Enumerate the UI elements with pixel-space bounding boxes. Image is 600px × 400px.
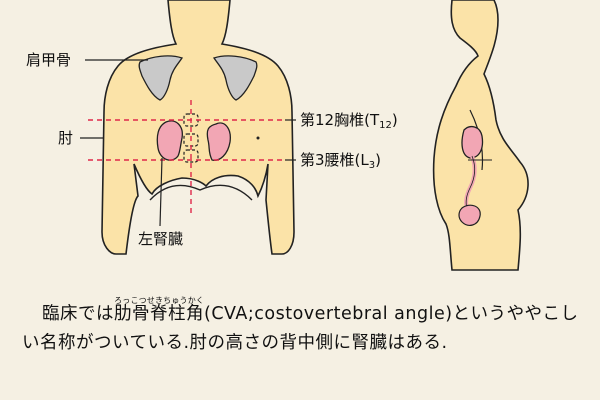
leader-lines	[80, 59, 296, 227]
marker-dot	[256, 136, 260, 140]
caption-rest: ややこしい名称がついている.肘の高さの背中側に腎臓はある.	[22, 304, 579, 353]
back-torso	[101, 0, 295, 255]
left-kidney-shape	[156, 120, 183, 161]
caption-term: 肋骨脊柱角ろっこつせきちゅうかく	[114, 296, 204, 324]
right-scapula	[212, 55, 258, 101]
caption-prefix: 臨床では	[42, 304, 114, 324]
l3-label: 第3腰椎(L3)	[300, 151, 381, 171]
side-kidney	[461, 125, 484, 159]
right-kidney-shape	[206, 122, 231, 161]
guide-lines	[88, 100, 285, 215]
left-scapula	[138, 55, 184, 101]
t12-label: 第12胸椎(T12)	[300, 111, 398, 131]
lower-back-line	[149, 184, 253, 201]
caption-ruby: ろっこつせきちゅうかく	[114, 296, 204, 305]
scapula-label: 肩甲骨	[26, 51, 71, 69]
side-bladder	[458, 204, 481, 226]
caption-text: 臨床では肋骨脊柱角ろっこつせきちゅうかく(CVA;costovertebral …	[22, 296, 582, 358]
left-kidney-label: 左腎臓	[138, 230, 183, 248]
anatomy-diagram: 肩甲骨 肘 左腎臓 第12胸椎(T12) 第3腰椎(L3)	[26, 0, 529, 271]
caption-paren: (CVA;costovertebral angle)という	[204, 304, 507, 324]
elbow-label: 肘	[58, 129, 73, 147]
